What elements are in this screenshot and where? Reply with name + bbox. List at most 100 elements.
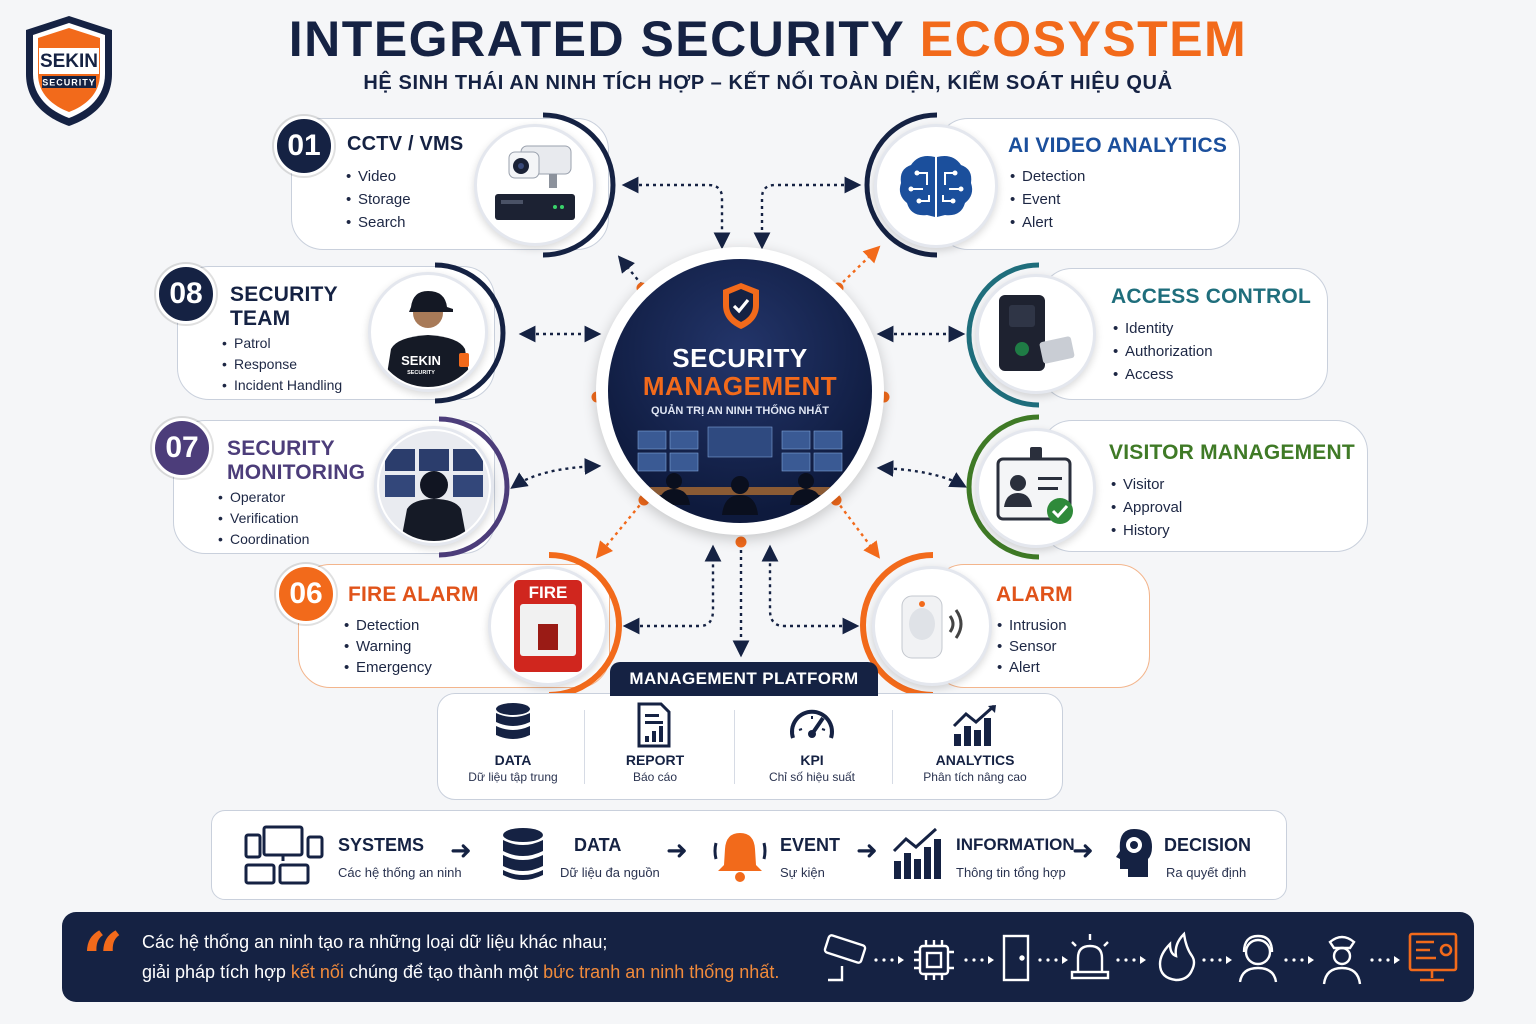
footer-banner: “ Các hệ thống an ninh tạo ra những loại…	[62, 912, 1474, 1002]
access-icon-circle	[976, 274, 1096, 394]
motion-sensor-icon	[901, 595, 963, 659]
ai-feature: Event	[1010, 188, 1085, 211]
team-icon-circle: SEKIN SECURITY	[368, 272, 488, 392]
alarm-feature: Sensor	[997, 636, 1067, 657]
platform-item-data[interactable]: DATA Dữ liệu tập trung	[448, 702, 578, 784]
monitoring-feature: Verification	[218, 508, 309, 529]
platform-item-kpi[interactable]: KPI Chỉ số hiệu suất	[742, 702, 882, 784]
arc-fire	[548, 552, 622, 698]
flow-arrow-icon: ➜	[1072, 835, 1094, 865]
page-title: INTEGRATED SECURITY ECOSYSTEM	[0, 10, 1536, 68]
guard-badge-text: SEKIN	[401, 353, 441, 368]
cctv-camera-nvr-icon	[495, 145, 575, 220]
platform-item-report[interactable]: REPORT Báo cáo	[590, 702, 720, 784]
ai-icon-circle	[874, 124, 998, 248]
fire-feature: Emergency	[344, 657, 432, 678]
cctv-feature: Search	[346, 211, 411, 234]
arc-cctv	[542, 112, 616, 258]
visitor-feature: Visitor	[1111, 473, 1182, 496]
arc-access	[966, 262, 1040, 408]
visitor-feature: Approval	[1111, 496, 1182, 519]
team-title-line1: SECURITY	[230, 283, 338, 306]
flow-step-event[interactable]: EVENT Sự kiện	[712, 823, 862, 887]
platform-item-sub: Chỉ số hiệu suất	[768, 770, 856, 784]
team-feature: Incident Handling	[222, 375, 342, 396]
number-badge-07: 07	[152, 418, 212, 478]
arc-monitoring	[438, 416, 510, 558]
access-title: ACCESS CONTROL	[1111, 285, 1311, 308]
team-feature: Response	[222, 354, 342, 375]
cctv-features: Video Storage Search	[346, 165, 411, 234]
shield-icon	[723, 283, 759, 329]
flow-step-name: EVENT	[780, 835, 841, 855]
ai-feature: Detection	[1010, 165, 1085, 188]
control-room-icon	[628, 426, 852, 515]
flow-step-sub: Dữ liệu đa nguồn	[560, 865, 660, 880]
flow-step-data[interactable]: DATA Dữ liệu đa nguồn	[500, 823, 670, 887]
platform-item-name: KPI	[800, 752, 824, 768]
alarm-title: ALARM	[996, 583, 1073, 606]
operator-monitors-icon	[379, 431, 489, 541]
ai-brain-icon	[899, 156, 973, 217]
hub-inner: SECURITY MANAGEMENT QUẢN TRỊ AN NINH THỐ…	[608, 259, 872, 523]
door-icon	[1002, 934, 1030, 982]
ai-feature: Alert	[1010, 211, 1085, 234]
footer-line2-c: chúng để tạo thành một	[343, 962, 544, 982]
fire-title: FIRE ALARM	[348, 583, 479, 606]
security-management-hub[interactable]: SECURITY MANAGEMENT QUẢN TRỊ AN NINH THỐ…	[596, 247, 884, 535]
flow-step-name: DECISION	[1164, 835, 1252, 855]
platform-item-analytics[interactable]: ANALYTICS Phân tích nâng cao	[900, 702, 1050, 784]
fire-icon-circle: FIRE	[488, 566, 608, 686]
number-badge-08: 08	[156, 264, 216, 324]
flow-step-systems[interactable]: SYSTEMS Các hệ thống an ninh	[242, 823, 462, 887]
security-guard-icon: SEKIN SECURITY	[385, 291, 471, 387]
siren-icon	[1070, 934, 1110, 980]
cctv-feature: Storage	[346, 188, 411, 211]
hub-subtitle: QUẢN TRỊ AN NINH THỐNG NHẤT	[650, 405, 830, 417]
fire-feature: Warning	[344, 636, 432, 657]
monitoring-title-line1: SECURITY	[227, 437, 335, 460]
flow-step-name: DATA	[574, 835, 622, 855]
flow-arrow-icon: ➜	[666, 835, 688, 865]
platform-item-name: DATA	[494, 752, 532, 768]
flow-step-sub: Thông tin tổng hợp	[956, 865, 1066, 880]
sekin-logo: SEKIN SECURITY	[26, 16, 112, 126]
cctv-feature: Video	[346, 165, 411, 188]
flow-step-information[interactable]: INFORMATION Thông tin tổng hợp	[892, 823, 1092, 887]
hub-title-line2: MANAGEMENT	[642, 371, 838, 401]
number-badge-06: 06	[276, 564, 336, 624]
flow-step-name: SYSTEMS	[338, 835, 425, 855]
monitoring-title-line2: MONITORING	[227, 460, 366, 484]
arc-visitor	[966, 414, 1040, 560]
monitoring-feature: Coordination	[218, 529, 309, 550]
fire-call-point-icon: FIRE	[514, 580, 582, 672]
fire-icon	[1158, 931, 1196, 982]
fire-features: Detection Warning Emergency	[344, 615, 432, 678]
report-icon	[637, 702, 671, 748]
monitoring-icon-circle	[374, 426, 494, 546]
head-gear-icon	[1116, 829, 1152, 877]
flow-step-decision[interactable]: DECISION Ra quyết định	[1112, 823, 1272, 887]
platform-item-sub: Báo cáo	[632, 770, 678, 784]
platform-divider	[584, 710, 585, 784]
flow-step-sub: Các hệ thống an ninh	[338, 865, 462, 880]
fire-feature: Detection	[344, 615, 432, 636]
database-icon	[496, 703, 530, 739]
card-reader-icon	[999, 295, 1075, 371]
fire-icon-label: FIRE	[529, 583, 568, 602]
gauge-icon	[790, 709, 834, 739]
alarm-icon-circle	[872, 566, 992, 686]
alarm-features: Intrusion Sensor Alert	[997, 615, 1067, 678]
access-feature: Authorization	[1113, 340, 1213, 363]
guard-badge-sub: SECURITY	[407, 370, 435, 376]
visitor-icon-circle	[976, 428, 1096, 548]
footer-highlight-connect: kết nối	[290, 962, 344, 982]
management-platform-panel: DATA Dữ liệu tập trung REPORT Báo cáo KP…	[437, 693, 1063, 800]
flow-step-name: INFORMATION	[956, 835, 1075, 854]
logo-sub: SECURITY	[42, 78, 96, 88]
platform-divider	[892, 710, 893, 784]
quote-icon: “	[82, 916, 124, 1001]
visitor-features: Visitor Approval History	[1111, 473, 1182, 542]
platform-item-sub: Dữ liệu tập trung	[468, 770, 558, 784]
